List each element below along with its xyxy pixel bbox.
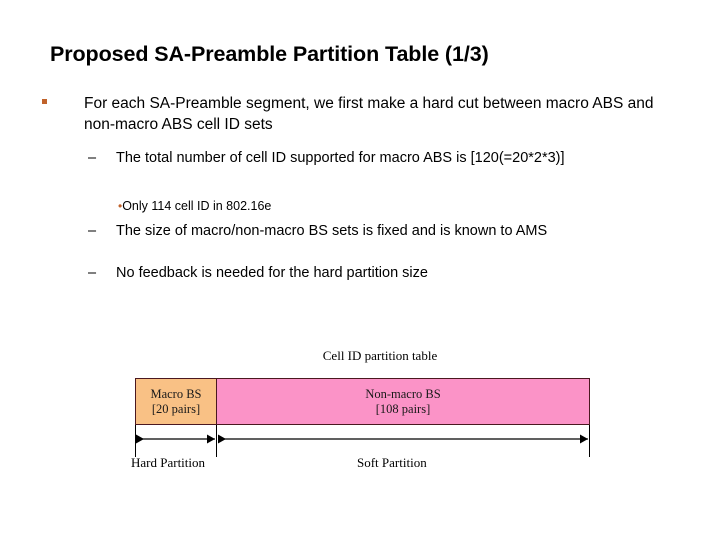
bullet-level2-label: The total number of cell ID supported fo… — [116, 150, 565, 166]
dot-bullet-icon: • — [118, 199, 123, 213]
bullet-level3: •Only 114 cell ID in 802.16e — [118, 198, 271, 215]
dash-bullet-icon: – — [88, 223, 97, 239]
bullet-level2: – The size of macro/non-macro BS sets is… — [88, 221, 648, 241]
diagram-caption: Cell ID partition table — [322, 348, 438, 363]
page-title: Proposed SA-Preamble Partition Table (1/… — [50, 42, 489, 66]
bullet-level1-label: For each SA-Preamble segment, we first m… — [84, 95, 654, 133]
bullet-level2: – The total number of cell ID supported … — [88, 148, 648, 168]
bullet-level2-label: No feedback is needed for the hard parti… — [116, 265, 428, 281]
soft-partition-label: Soft Partition — [357, 455, 427, 470]
tick-mark-right — [589, 425, 590, 457]
hard-partition-label: Hard Partition — [131, 455, 206, 470]
table-cell-macro-bs-line1: Macro BS — [150, 386, 202, 401]
table-cell-macro-bs-line2: [20 pairs] — [151, 401, 201, 416]
bullet-level1: For each SA-Preamble segment, we first m… — [42, 93, 682, 135]
table-cell-non-macro-bs-line1: Non-macro BS — [365, 386, 441, 401]
square-bullet-icon — [42, 99, 47, 104]
table-cell-non-macro-bs: Non-macro BS [108 pairs] — [216, 378, 590, 425]
tick-mark-left — [135, 425, 136, 457]
table-cell-non-macro-bs-line2: [108 pairs] — [375, 401, 431, 416]
dash-bullet-icon: – — [88, 265, 97, 281]
bullet-level3-label: Only 114 cell ID in 802.16e — [122, 199, 272, 213]
table-cell-macro-bs: Macro BS [20 pairs] — [135, 378, 217, 425]
dash-bullet-icon: – — [88, 150, 97, 166]
tick-mark-middle — [216, 425, 217, 457]
bullet-level2-label: The size of macro/non-macro BS sets is f… — [116, 223, 548, 239]
bullet-level2: – No feedback is needed for the hard par… — [88, 263, 648, 283]
